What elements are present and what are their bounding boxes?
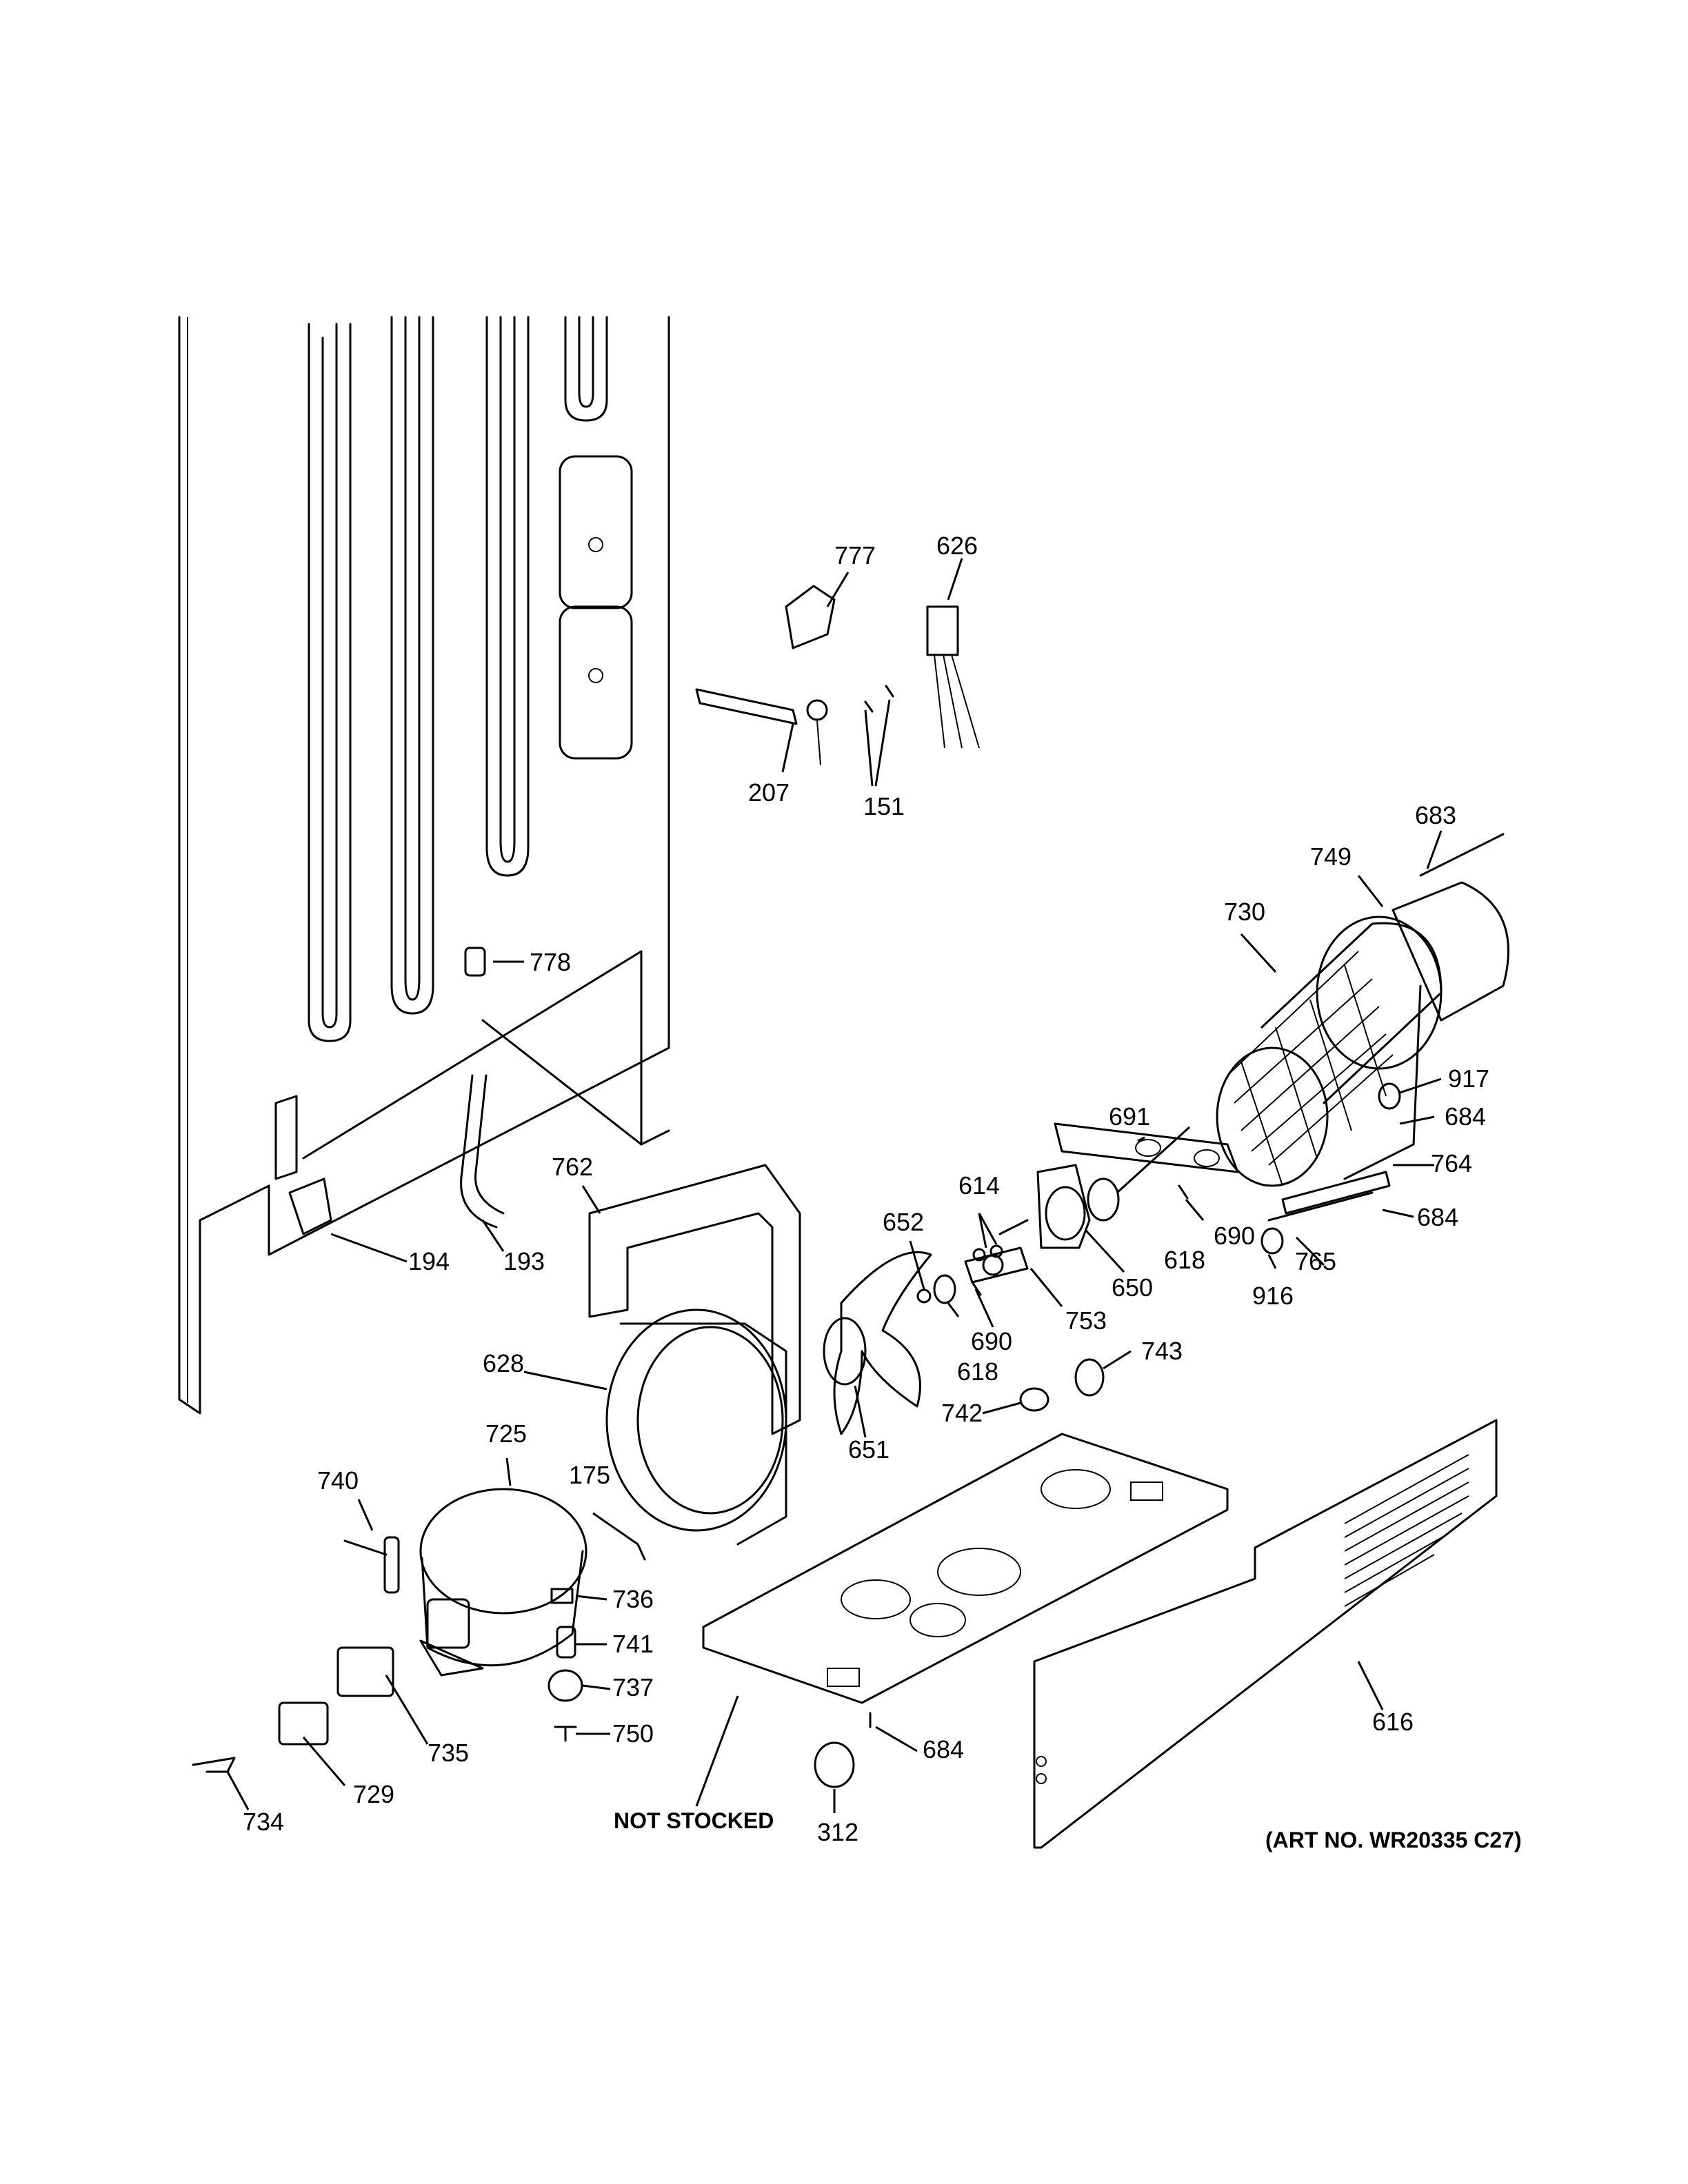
callout-650: 650 [1112, 1273, 1153, 1302]
callout-626: 626 [936, 532, 978, 560]
callout-777: 777 [834, 541, 876, 569]
callout-193: 193 [503, 1247, 545, 1275]
wire-tie-683 [1419, 833, 1505, 877]
callout-735: 735 [428, 1739, 469, 1767]
callout-734: 734 [243, 1808, 284, 1836]
callout-737: 737 [612, 1673, 654, 1701]
callout-684-a: 684 [1445, 1102, 1486, 1131]
not-stocked-label: NOT STOCKED [614, 1808, 774, 1833]
callout-741: 741 [612, 1630, 654, 1658]
cabinet-back-panel [178, 316, 670, 1415]
start-device-parts [192, 1536, 400, 1773]
condenser-coil-730 [1216, 881, 1509, 1187]
callout-151: 151 [863, 792, 905, 820]
callout-916: 916 [1252, 1282, 1294, 1310]
callout-628: 628 [483, 1349, 524, 1377]
callout-684-c: 684 [923, 1735, 964, 1763]
callout-750: 750 [612, 1719, 654, 1748]
grommets-and-hardware [547, 1543, 872, 1788]
callout-312: 312 [817, 1818, 858, 1846]
dispenser-heater-assembly [695, 585, 894, 766]
callout-725: 725 [485, 1419, 527, 1448]
compressor-725 [419, 1488, 587, 1677]
callout-749: 749 [1310, 842, 1352, 871]
callout-175: 175 [569, 1461, 610, 1489]
callout-614: 614 [958, 1171, 1000, 1200]
callout-730: 730 [1224, 898, 1265, 926]
fan-motor-assembly [916, 1122, 1239, 1304]
plug-778 [464, 947, 486, 977]
callout-764: 764 [1431, 1149, 1472, 1177]
callout-740: 740 [317, 1466, 359, 1495]
drain-tube-and-clip [288, 1074, 505, 1235]
callout-736: 736 [612, 1585, 654, 1613]
callout-652: 652 [883, 1208, 924, 1236]
callout-618-b: 618 [957, 1357, 998, 1386]
callout-762: 762 [552, 1153, 593, 1181]
rear-access-cover-616 [1033, 1419, 1498, 1849]
callout-683: 683 [1415, 801, 1456, 829]
callout-194: 194 [408, 1247, 450, 1275]
callout-618-a: 618 [1164, 1246, 1205, 1274]
wire-connector-626 [926, 605, 980, 749]
callout-729: 729 [353, 1780, 394, 1808]
callout-765: 765 [1295, 1247, 1336, 1275]
callout-684-b: 684 [1417, 1203, 1458, 1231]
brace-and-feet [1019, 1082, 1401, 1412]
callout-690-a: 690 [1214, 1222, 1255, 1250]
machine-compartment-base [702, 1433, 1229, 1704]
fan-shroud-assembly [588, 1164, 932, 1546]
callout-numbers: 777 626 207 151 683 749 730 778 917 684 … [243, 532, 1489, 1846]
callout-leaders [226, 558, 1443, 1813]
callout-917: 917 [1448, 1064, 1489, 1093]
callout-778: 778 [530, 948, 571, 976]
callout-651: 651 [848, 1435, 890, 1464]
callout-743: 743 [1141, 1337, 1183, 1365]
callout-616: 616 [1372, 1708, 1414, 1736]
callout-691: 691 [1109, 1102, 1150, 1131]
callout-690-b: 690 [971, 1327, 1012, 1355]
art-number-label: (ART NO. WR20335 C27) [1265, 1828, 1522, 1852]
callout-753: 753 [1065, 1306, 1107, 1335]
callout-207: 207 [748, 778, 790, 807]
callout-742: 742 [941, 1399, 983, 1427]
